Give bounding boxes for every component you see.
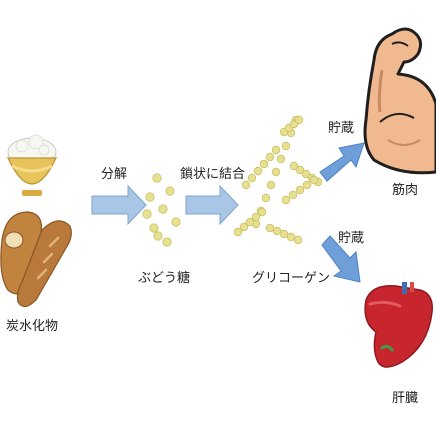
glucose-molecule xyxy=(165,186,175,196)
glycogen-unit xyxy=(295,165,305,175)
glucose-molecule xyxy=(153,231,163,241)
glycogen-unit xyxy=(289,161,299,171)
glucose-molecule xyxy=(162,237,172,247)
glucose-molecule xyxy=(158,204,168,214)
store-liver-label: 貯蔵 xyxy=(338,231,365,246)
glycogen-unit xyxy=(251,212,261,222)
glucose-molecule xyxy=(149,223,159,233)
glucose-molecule xyxy=(142,209,152,219)
glycogen-unit xyxy=(301,169,311,179)
glycogen-cluster xyxy=(233,115,323,245)
glycogen-unit xyxy=(266,180,276,190)
glycogen-unit xyxy=(294,115,304,125)
breakdown-arrow xyxy=(91,184,147,226)
glucose-label: ぶどう糖 xyxy=(138,271,191,286)
glycogen-unit xyxy=(286,232,296,242)
glycogen-unit xyxy=(295,185,305,195)
glycogen-unit xyxy=(239,222,249,232)
liver-icon xyxy=(364,282,433,368)
chain-arrow xyxy=(185,184,239,226)
rice-bowl-icon xyxy=(7,134,57,196)
glycogen-unit xyxy=(259,159,269,169)
glucose-dots xyxy=(142,173,181,247)
glycogen-unit xyxy=(241,180,251,190)
glycogen-unit xyxy=(281,141,291,151)
liver-label: 肝臓 xyxy=(392,391,419,406)
glycogen-unit xyxy=(281,195,291,205)
glycogen-unit xyxy=(288,190,298,200)
glycogen-unit xyxy=(302,180,312,190)
bread-icon xyxy=(0,211,72,308)
glycogen-unit xyxy=(272,226,282,236)
glucose-molecule xyxy=(171,217,181,227)
glycogen-unit xyxy=(279,229,289,239)
glycogen-unit xyxy=(271,145,281,155)
glycogen-unit xyxy=(253,166,263,176)
glycogen-unit xyxy=(271,167,281,177)
glycogen-unit xyxy=(265,223,275,233)
breakdown-label: 分解 xyxy=(101,167,128,182)
chain-bond-label: 鎖状に結合 xyxy=(180,167,246,182)
store-muscle-label: 貯蔵 xyxy=(328,121,355,136)
store-to-muscle-arrow xyxy=(319,142,365,182)
glycogen-label: グリコーゲン xyxy=(252,271,331,286)
glycogen-unit xyxy=(265,152,275,162)
carbohydrate-label: 炭水化物 xyxy=(6,319,59,334)
glycogen-unit xyxy=(309,175,319,185)
glycogen-unit xyxy=(276,154,286,164)
glycogen-unit xyxy=(247,173,257,183)
glucose-molecule xyxy=(145,192,155,202)
muscle-label: 筋肉 xyxy=(392,183,419,198)
flexed-arm-icon xyxy=(363,27,436,175)
glycogen-unit xyxy=(261,193,271,203)
glucose-molecule xyxy=(152,173,162,183)
store-to-liver-arrow xyxy=(321,235,361,283)
glycogen-unit xyxy=(233,227,243,237)
glycogen-unit xyxy=(245,217,255,227)
glycogen-unit xyxy=(257,207,267,217)
glycogen-unit xyxy=(293,235,303,245)
